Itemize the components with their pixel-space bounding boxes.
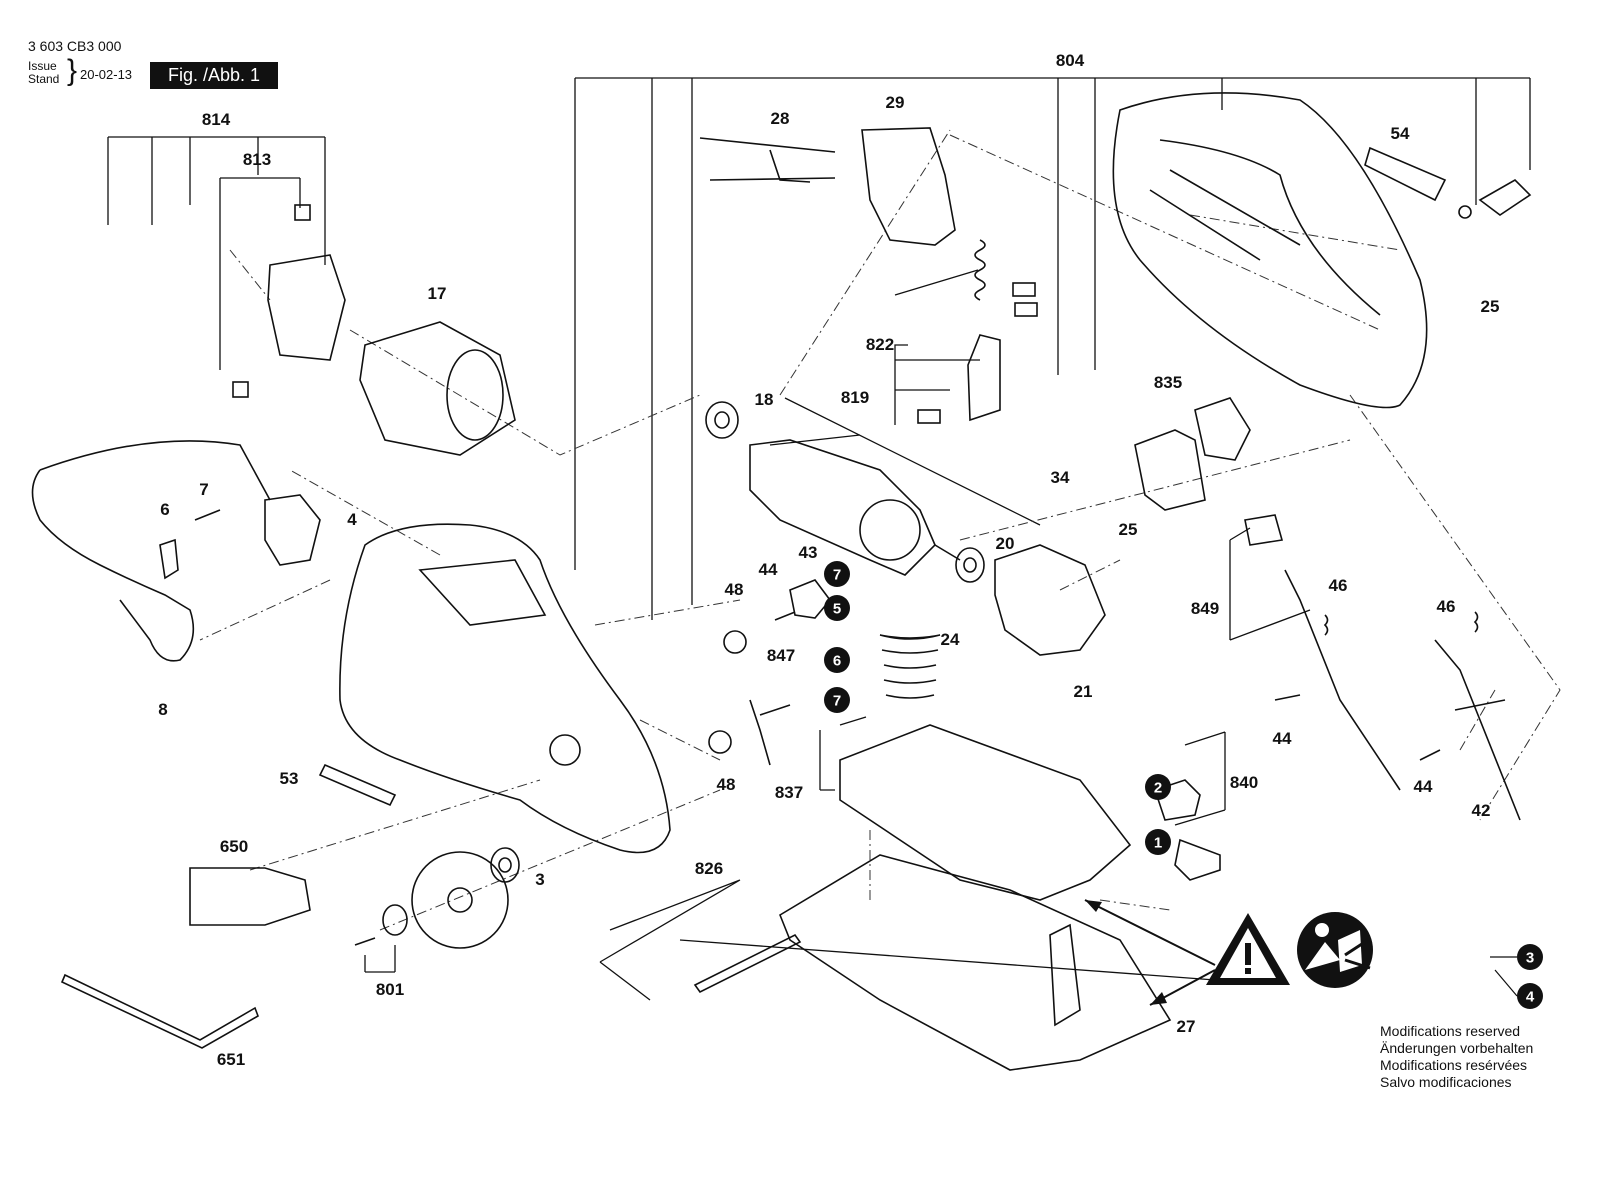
figure-label: Fig. /Abb. 1	[150, 62, 278, 89]
callout-badge-number: 4	[1526, 989, 1535, 1006]
modification-line: Änderungen vorbehalten	[1380, 1040, 1534, 1056]
part-label-819: 819	[841, 388, 869, 407]
callout-badge-number: 5	[833, 601, 841, 618]
part-label-804: 804	[1056, 51, 1085, 70]
part-label-826: 826	[695, 859, 723, 878]
part-label-801: 801	[376, 980, 404, 999]
part-number: 3 603 CB3 000	[28, 38, 122, 54]
callout-badge: 7	[824, 561, 850, 587]
part-label-28: 28	[771, 109, 790, 128]
part-label-4: 4	[347, 510, 357, 529]
part-label-44: 44	[1414, 777, 1433, 796]
part-label-25: 25	[1481, 297, 1500, 316]
callout-badge: 7	[824, 687, 850, 713]
callout-badge: 4	[1517, 983, 1543, 1009]
modification-line: Modifications resérvées	[1380, 1057, 1528, 1073]
part-label-814: 814	[202, 110, 231, 129]
part-label-849: 849	[1191, 599, 1219, 618]
part-label-650: 650	[220, 837, 248, 856]
read-manual-icon	[1297, 912, 1373, 988]
part-label-847: 847	[767, 646, 795, 665]
part-label-46: 46	[1437, 597, 1456, 616]
issue-label: Issue Stand	[28, 59, 60, 86]
part-label-25: 25	[1119, 520, 1138, 539]
issue-brace: }	[67, 54, 78, 87]
callout-badge-number: 7	[833, 567, 841, 584]
part-label-48: 48	[725, 580, 744, 599]
callout-badge: 3	[1517, 944, 1543, 970]
part-label-43: 43	[799, 543, 818, 562]
part-label-6: 6	[160, 500, 169, 519]
callout-badge-number: 7	[833, 693, 841, 710]
part-label-813: 813	[243, 150, 271, 169]
callout-badge-number: 1	[1154, 835, 1162, 852]
part-label-48: 48	[717, 775, 736, 794]
part-label-18: 18	[755, 390, 774, 409]
part-label-46: 46	[1329, 576, 1348, 595]
callout-badge-number: 6	[833, 653, 841, 670]
part-label-53: 53	[280, 769, 299, 788]
part-label-840: 840	[1230, 773, 1258, 792]
callout-badge: 5	[824, 595, 850, 621]
part-label-42: 42	[1472, 801, 1491, 820]
part-label-54: 54	[1391, 124, 1410, 143]
part-label-651: 651	[217, 1050, 245, 1069]
part-label-44: 44	[759, 560, 778, 579]
part-label-8: 8	[158, 700, 167, 719]
part-label-17: 17	[428, 284, 447, 303]
callout-badge-number: 2	[1154, 780, 1162, 797]
part-label-822: 822	[866, 335, 894, 354]
modification-line: Modifications reserved	[1380, 1023, 1521, 1039]
part-label-837: 837	[775, 783, 803, 802]
modification-line: Salvo modificaciones	[1380, 1074, 1512, 1090]
callout-badge-number: 3	[1526, 950, 1534, 967]
part-label-27: 27	[1177, 1017, 1196, 1036]
modifications-notice: Modifications reserved Änderungen vorbeh…	[1380, 1023, 1533, 1091]
part-label-835: 835	[1154, 373, 1182, 392]
part-label-21: 21	[1074, 682, 1093, 701]
part-label-29: 29	[886, 93, 905, 112]
issue-date: 20-02-13	[80, 67, 133, 82]
callout-badge: 1	[1145, 829, 1171, 855]
callout-badge: 6	[824, 647, 850, 673]
part-label-20: 20	[996, 534, 1015, 553]
callout-badge: 2	[1145, 774, 1171, 800]
part-label-7: 7	[199, 480, 208, 499]
part-label-3: 3	[535, 870, 544, 889]
part-label-44: 44	[1273, 729, 1292, 748]
warning-triangle-icon	[1206, 913, 1290, 985]
part-label-34: 34	[1051, 468, 1070, 487]
part-label-24: 24	[941, 630, 960, 649]
